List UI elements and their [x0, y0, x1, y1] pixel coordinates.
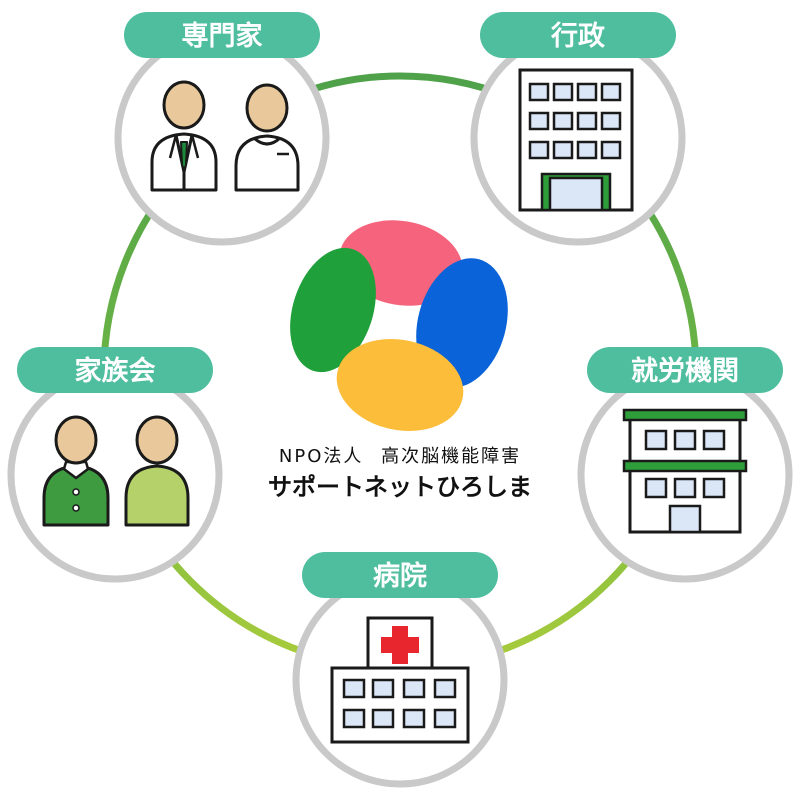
support-net-hiroshima-logo [290, 220, 508, 431]
logo-petal-yellow [336, 339, 464, 431]
logo-petal-green [290, 247, 376, 373]
employment-office-icon [622, 408, 748, 534]
node-employment: 就労機関 [577, 347, 793, 583]
node-family: 家族会 [7, 347, 223, 583]
node-label: 専門家 [182, 20, 263, 52]
node-circle [7, 367, 223, 583]
family-icon [42, 415, 190, 527]
node-label-pill [480, 12, 676, 58]
svg-text:NPO法人 高次脳機能障害: NPO法人 高次脳機能障害 [279, 446, 521, 467]
node-government: 行政 [470, 12, 686, 246]
node-label: 病院 [373, 560, 427, 592]
node-label: 行政 [550, 20, 605, 52]
government-building-icon [518, 68, 634, 212]
org-type: NPO法人 [279, 446, 364, 467]
node-hospital: 病院 [292, 552, 508, 788]
org-name: サポートネットひろしま [268, 473, 532, 501]
node-label-pill [124, 12, 320, 58]
org-description: 高次脳機能障害 [381, 446, 521, 467]
node-circle [114, 30, 330, 246]
hospital-icon [330, 616, 470, 744]
node-label-pill [587, 347, 783, 393]
node-label: 就労機関 [631, 356, 739, 387]
specialists-icon [150, 80, 300, 192]
node-label: 家族会 [75, 355, 156, 387]
node-label-pill [17, 347, 213, 393]
node-experts: 専門家 [114, 12, 330, 246]
center-logo: NPO法人 高次脳機能障害 サポートネットひろしま [268, 220, 532, 501]
node-label-pill [302, 552, 498, 598]
